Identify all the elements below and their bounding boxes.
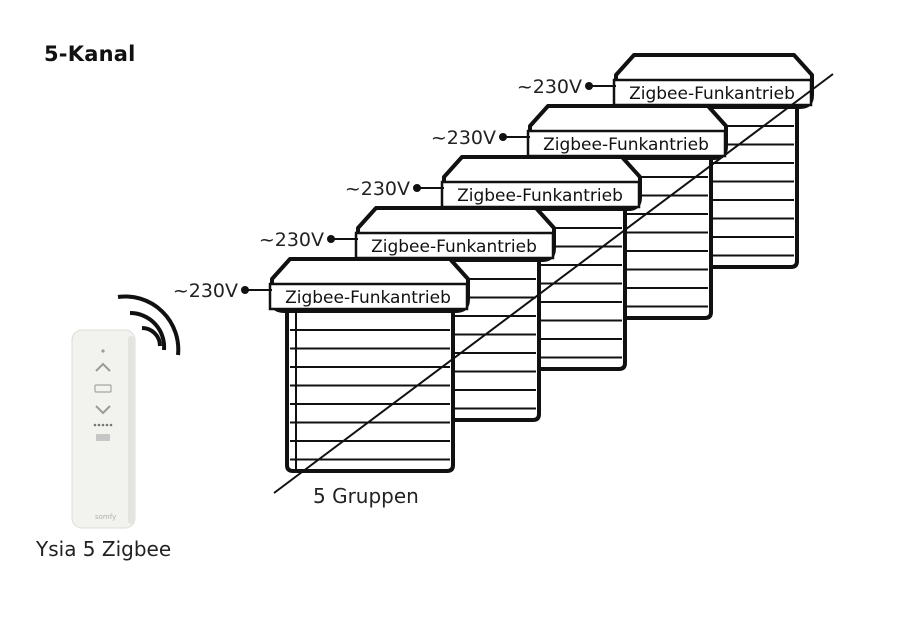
chevron-up-icon	[95, 362, 111, 372]
power-terminal	[413, 184, 421, 192]
power-label: ~230V	[431, 127, 496, 149]
remote-caption: Ysia 5 Zigbee	[36, 537, 172, 561]
channel-indicator-icon	[93, 423, 113, 427]
my-icon	[94, 384, 112, 393]
power-label: ~230V	[517, 76, 582, 98]
remote-led	[101, 349, 105, 353]
motor-label: Zigbee-Funkantrieb	[457, 186, 623, 206]
chevron-down-icon	[95, 405, 111, 415]
motor-label-box	[268, 282, 469, 311]
motor-label: Zigbee-Funkantrieb	[629, 84, 795, 104]
motor-label: Zigbee-Funkantrieb	[371, 237, 537, 257]
motor-label: Zigbee-Funkantrieb	[543, 135, 709, 155]
motor-label: Zigbee-Funkantrieb	[285, 288, 451, 308]
motor-label-box	[526, 129, 727, 158]
shutter-units: Zigbee-Funkantrieb~230VZigbee-Funkantrie…	[173, 53, 814, 473]
motor-label-box	[440, 180, 641, 209]
groups-caption: 5 Gruppen	[313, 484, 419, 508]
power-terminal	[585, 82, 593, 90]
shutter-frame	[285, 309, 455, 473]
group-divider-line	[273, 73, 834, 494]
power-terminal	[499, 133, 507, 141]
shutter-unit-1: Zigbee-Funkantrieb ~230V	[173, 257, 470, 473]
power-label: ~230V	[259, 229, 324, 251]
remote-brand-label: somfy	[95, 513, 117, 521]
remote-body	[71, 329, 136, 529]
select-button	[96, 434, 110, 441]
power-label: ~230V	[173, 280, 238, 302]
diagram-title: 5-Kanal	[44, 42, 136, 66]
power-terminal	[241, 286, 249, 294]
remote-shadow	[128, 336, 134, 524]
motor-label-box	[354, 231, 555, 260]
wireless-signal-icon	[117, 294, 181, 356]
motor-label-box	[612, 78, 813, 107]
power-label: ~230V	[345, 178, 410, 200]
power-terminal	[327, 235, 335, 243]
remote-control	[71, 329, 136, 529]
